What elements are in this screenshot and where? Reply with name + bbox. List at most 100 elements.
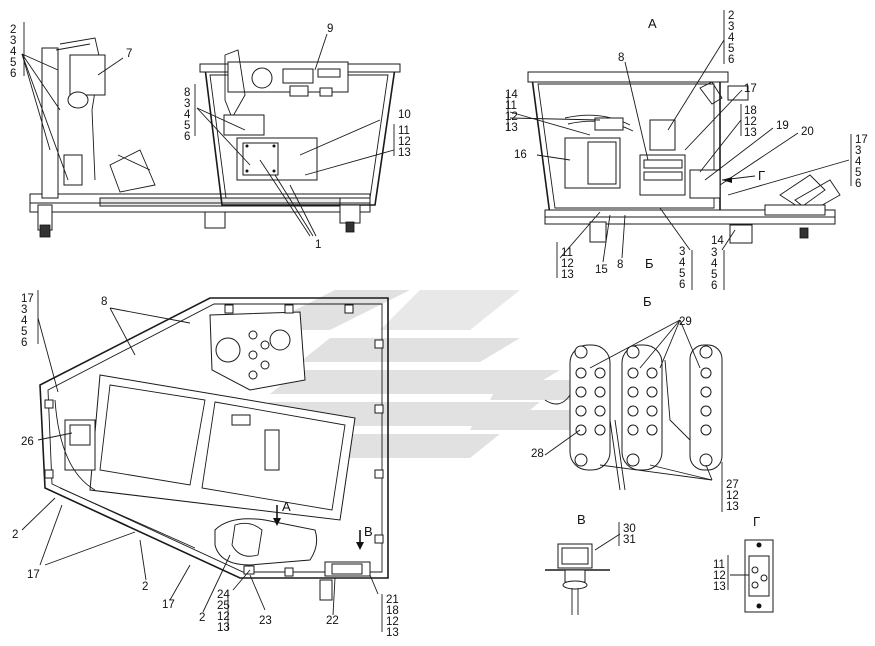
callout-4b: 4	[184, 109, 191, 121]
callout-17b: 17	[855, 134, 868, 146]
callout-2a: 2	[12, 529, 18, 541]
callout-4c: 4	[855, 156, 862, 168]
callout-4: 4	[728, 32, 735, 44]
callout-4: 4	[10, 46, 17, 58]
callout-13b: 13	[386, 627, 399, 639]
callout-12c: 12	[561, 258, 574, 270]
leaders-top-left	[21, 22, 395, 237]
terminal-column-3	[700, 367, 712, 436]
callout-11: 11	[398, 125, 410, 137]
leaders-view-b	[544, 319, 723, 512]
callout-3: 3	[10, 35, 16, 47]
callout-13: 13	[726, 501, 739, 513]
callout-29: 29	[679, 316, 692, 328]
callout-18: 18	[744, 105, 757, 117]
callout-6: 6	[10, 68, 16, 80]
callout-8: 8	[101, 296, 107, 308]
callout-4e: 4	[711, 258, 718, 270]
callout-13: 13	[505, 122, 518, 134]
callout-13b: 13	[744, 127, 757, 139]
arrow-v-label: В	[364, 524, 373, 539]
callout-12: 12	[398, 136, 411, 148]
callout-4: 4	[21, 315, 28, 327]
side-view-left	[29, 37, 401, 238]
callout-3: 3	[728, 21, 734, 33]
callout-3c: 3	[855, 145, 861, 157]
callout-15: 15	[595, 264, 608, 276]
callouts-view-g: Г 11 12 13	[713, 514, 760, 593]
callout-6c: 6	[855, 178, 861, 190]
view-g	[727, 539, 774, 613]
leaders-plan-view	[21, 290, 383, 632]
callouts-plan-view: 17 3 4 5 6 8 26 2 17 2 17 2 24 25 12 13 …	[12, 293, 399, 639]
callout-13: 13	[398, 147, 411, 159]
view-b	[544, 344, 723, 491]
callouts-view-v: В 30 31	[577, 512, 636, 546]
callout-2c: 2	[199, 612, 205, 624]
callout-26: 26	[21, 436, 34, 448]
callout-12: 12	[713, 570, 726, 582]
callout-24: 24	[217, 589, 230, 601]
callout-3e: 3	[711, 247, 717, 259]
callout-11: 11	[505, 100, 517, 112]
view-a	[527, 71, 841, 244]
callout-20: 20	[801, 126, 814, 138]
callout-12: 12	[726, 490, 739, 502]
callout-5d: 5	[679, 268, 685, 280]
callout-13: 13	[217, 622, 230, 634]
callout-8: 8	[184, 87, 190, 99]
callout-17: 17	[21, 293, 34, 305]
arrow-g-label: Г	[758, 168, 765, 183]
callout-28: 28	[531, 448, 544, 460]
callout-12: 12	[217, 611, 230, 623]
plan-view	[39, 297, 389, 601]
view-v-title: В	[577, 512, 586, 527]
callout-12b: 12	[386, 616, 399, 628]
callouts-view-b: Б 29 28 27 12 13	[531, 294, 739, 513]
callout-22: 22	[326, 615, 339, 627]
callout-30: 30	[623, 523, 636, 535]
callout-17b: 17	[162, 599, 175, 611]
view-a-title: А	[648, 16, 657, 31]
callout-5e: 5	[711, 269, 717, 281]
callout-10: 10	[398, 109, 411, 121]
view-b-marker: Б	[645, 256, 654, 271]
callout-11b: 11	[561, 247, 573, 259]
callout-5c: 5	[855, 167, 861, 179]
callout-5: 5	[10, 57, 16, 69]
callout-12b: 12	[744, 116, 757, 128]
callout-6e: 6	[711, 280, 717, 292]
terminal-column-2	[627, 367, 658, 436]
callout-13: 13	[713, 581, 726, 593]
callout-23: 23	[259, 615, 272, 627]
view-b-title: Б	[643, 294, 652, 309]
callout-5b: 5	[184, 120, 190, 132]
callout-2: 2	[728, 10, 734, 22]
callout-27: 27	[726, 479, 739, 491]
callout-1: 1	[315, 239, 321, 251]
terminal-column-1	[575, 367, 606, 436]
callout-18: 18	[386, 605, 399, 617]
callout-4d: 4	[679, 257, 686, 269]
view-v	[545, 522, 621, 615]
callout-14: 14	[505, 89, 518, 101]
callout-14b: 14	[711, 235, 724, 247]
callout-12: 12	[505, 111, 518, 123]
callout-19: 19	[776, 120, 789, 132]
arrow-a-label: А	[282, 499, 291, 514]
callout-3d: 3	[679, 246, 685, 258]
leaders-view-a	[507, 10, 852, 290]
callout-3: 3	[21, 304, 27, 316]
callout-8b: 8	[617, 259, 623, 271]
callout-11: 11	[713, 559, 725, 571]
callout-6d: 6	[679, 279, 685, 291]
callout-13c: 13	[561, 269, 574, 281]
callout-7: 7	[126, 48, 132, 60]
callout-6: 6	[728, 54, 734, 66]
callout-2: 2	[10, 24, 16, 36]
callouts-view-a: А 2 3 4 5 6 14 11 12 13 8 17 18 12 13 19…	[505, 10, 868, 292]
view-g-title: Г	[753, 514, 760, 529]
callout-16: 16	[514, 149, 527, 161]
callout-21: 21	[386, 594, 399, 606]
